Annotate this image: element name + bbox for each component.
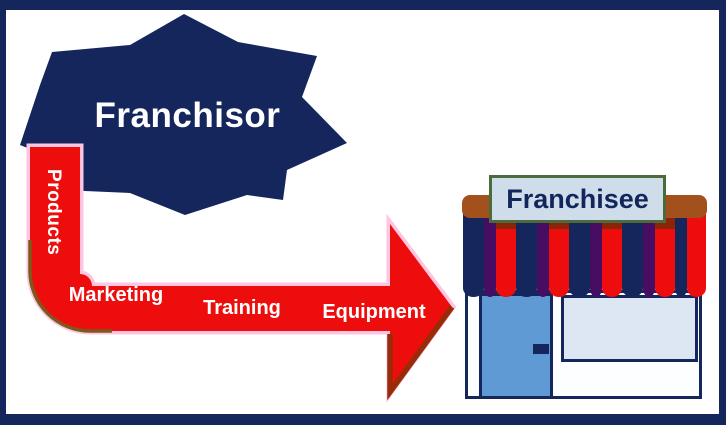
arrowhead-shade [387,305,455,401]
flow-label-products: Products [43,169,64,256]
franchisee-sign: Franchisee [489,175,666,223]
flow-label-marketing: Marketing [68,284,164,306]
flow-label-training: Training [203,297,281,319]
store-awning [463,214,706,297]
frame-border-right [719,0,726,425]
frame-border-bottom [0,414,726,425]
franchisor-star [20,14,347,215]
franchisee-label: Franchisee [506,183,649,214]
store-window [561,295,698,362]
frame-border-left [0,0,6,425]
franchisor-label: Franchisor [94,96,281,135]
arrow-elbow-shade [28,240,112,333]
frame-border-top [0,0,726,10]
flow-label-equipment: Equipment [322,301,426,323]
door-handle [533,344,549,354]
